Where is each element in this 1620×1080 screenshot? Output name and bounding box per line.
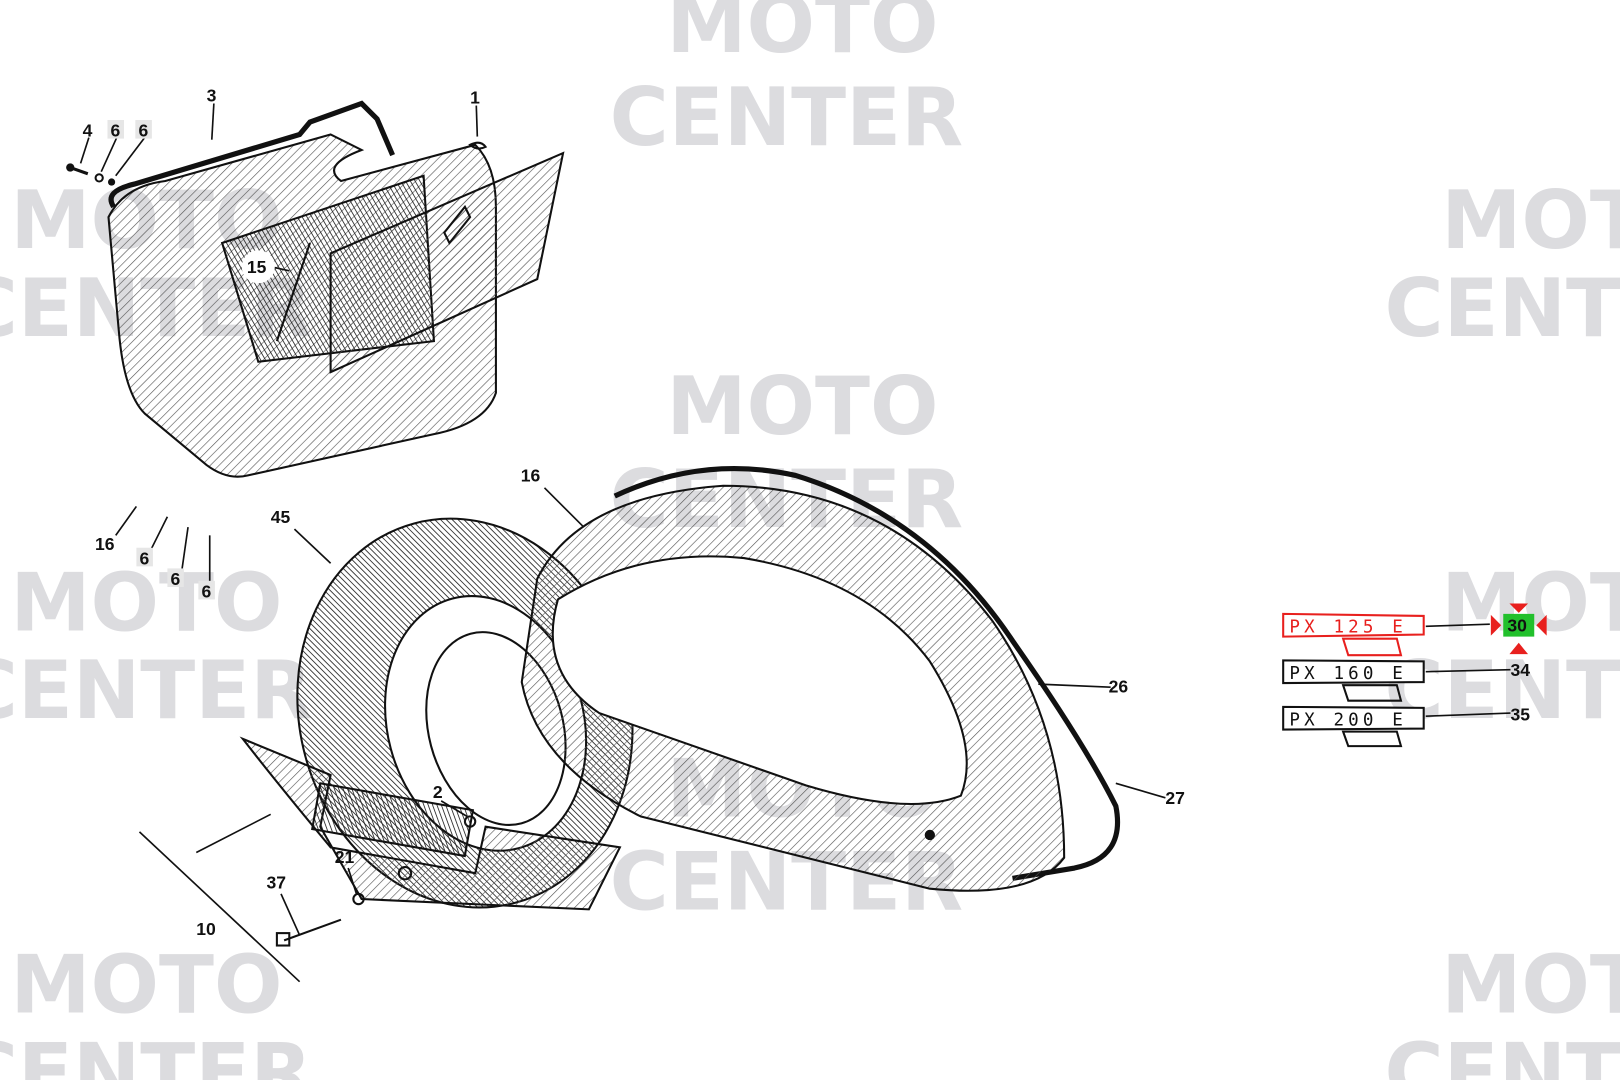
callout-6[interactable]: 6 — [139, 548, 149, 568]
svg-text:PX 200 E: PX 200 E — [1289, 710, 1407, 730]
badge-px125e[interactable]: PX 125 E — [1282, 612, 1425, 657]
callout-37[interactable]: 37 — [267, 873, 287, 893]
callout-15[interactable]: 15 — [247, 257, 267, 277]
callout-30[interactable]: 30 — [1507, 615, 1527, 635]
callout-10[interactable]: 10 — [196, 919, 216, 939]
svg-text:PX 160 E: PX 160 E — [1289, 664, 1407, 684]
svg-text:CENTER: CENTER — [1384, 1026, 1620, 1080]
svg-text:CENTER: CENTER — [0, 1026, 312, 1080]
svg-text:PX 125 E: PX 125 E — [1289, 617, 1407, 637]
callout-21[interactable]: 21 — [335, 847, 355, 867]
callout-2[interactable]: 2 — [433, 782, 443, 802]
svg-text:CENTER: CENTER — [0, 644, 312, 738]
callouts: 3 1 4 6 6 15 16 6 6 6 45 16 26 27 2 21 3… — [83, 85, 1185, 939]
callout-6[interactable]: 6 — [201, 581, 211, 601]
callout-26[interactable]: 26 — [1109, 676, 1129, 696]
callout-45[interactable]: 45 — [271, 507, 291, 527]
svg-text:MOTO: MOTO — [10, 556, 282, 650]
svg-text:MOTO: MOTO — [10, 939, 282, 1033]
callout-1[interactable]: 1 — [470, 87, 480, 107]
svg-text:CENTER: CENTER — [1384, 262, 1620, 356]
badge-px160e[interactable]: PX 160 E — [1282, 659, 1425, 702]
selected-part-marker[interactable]: 30 — [1490, 603, 1547, 655]
callout-35[interactable]: 35 — [1510, 704, 1530, 724]
leader-lines — [79, 103, 1511, 983]
svg-text:MOTO: MOTO — [1441, 939, 1620, 1033]
svg-text:MOTO: MOTO — [1441, 174, 1620, 268]
svg-text:MOTO: MOTO — [666, 360, 938, 454]
callout-3[interactable]: 3 — [207, 85, 217, 105]
callout-16[interactable]: 16 — [521, 466, 541, 486]
callout-16[interactable]: 16 — [95, 534, 115, 554]
callout-4[interactable]: 4 — [83, 121, 93, 141]
callout-6[interactable]: 6 — [138, 121, 148, 141]
callout-6[interactable]: 6 — [111, 121, 121, 141]
wheel-bracket — [239, 736, 622, 947]
callout-27[interactable]: 27 — [1165, 788, 1185, 808]
badge-px200e[interactable]: PX 200 E — [1282, 705, 1425, 748]
callout-34[interactable]: 34 — [1510, 660, 1530, 680]
callout-6[interactable]: 6 — [170, 569, 180, 589]
glove-box — [66, 100, 565, 478]
wheel-cover — [520, 465, 1121, 892]
svg-text:MOTO: MOTO — [666, 0, 938, 72]
svg-text:CENTER: CENTER — [610, 71, 964, 165]
